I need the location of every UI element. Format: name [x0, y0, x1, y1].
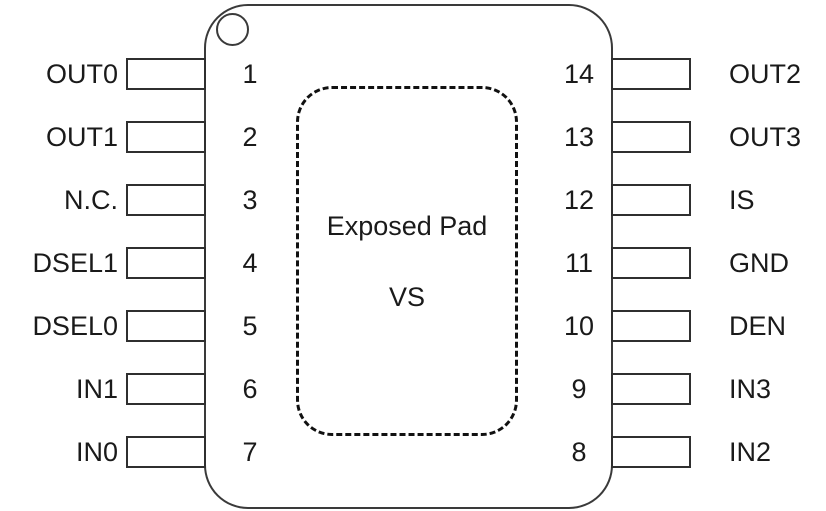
pin-lead	[611, 184, 691, 216]
pin-lead	[611, 373, 691, 405]
pin-label: IN2	[729, 437, 772, 467]
pin-number: 14	[563, 59, 595, 89]
pin-label: OUT2	[729, 59, 802, 89]
pin-label: OUT0	[45, 59, 118, 89]
pin-label: DSEL0	[32, 311, 118, 341]
pin-row-5: DSEL0 5	[0, 309, 826, 343]
pin-row-1: OUT0 1	[0, 57, 826, 91]
pin-label: IN1	[75, 374, 118, 404]
pin-label: N.C.	[64, 185, 118, 215]
pin-label: DSEL1	[32, 248, 118, 278]
pin-row-13: 13 OUT3	[0, 120, 826, 154]
exposed-pad-label: Exposed Pad	[326, 210, 488, 241]
pin-row-6: IN1 6	[0, 372, 826, 406]
exposed-pad: Exposed Pad VS	[296, 86, 518, 436]
pin-lead	[126, 247, 206, 279]
pin-label: OUT1	[45, 122, 118, 152]
pin-label: GND	[729, 248, 789, 278]
pin-label: DEN	[729, 311, 787, 341]
pin-lead	[126, 373, 206, 405]
pin-label: IS	[729, 185, 755, 215]
pin1-indicator-circle	[216, 13, 249, 46]
pin-label: OUT3	[729, 122, 802, 152]
pin-lead	[126, 121, 206, 153]
pin-lead	[126, 58, 206, 90]
pin-row-9: 9 IN3	[0, 372, 826, 406]
pin-number: 12	[563, 185, 595, 215]
pin-lead	[611, 247, 691, 279]
pin-row-7: IN0 7	[0, 435, 826, 469]
pin-number: 7	[242, 437, 258, 467]
pin-number: 3	[242, 185, 258, 215]
pin-number: 8	[571, 437, 587, 467]
pin-number: 13	[563, 122, 595, 152]
pin-row-10: 10 DEN	[0, 309, 826, 343]
pin-row-8: 8 IN2	[0, 435, 826, 469]
pin-row-11: 11 GND	[0, 246, 826, 280]
pin-number: 4	[242, 248, 258, 278]
pin-lead	[126, 310, 206, 342]
pin-number: 2	[242, 122, 258, 152]
pin-number: 5	[242, 311, 258, 341]
pin-row-2: OUT1 2	[0, 120, 826, 154]
pin-number: 6	[242, 374, 258, 404]
pin-lead	[611, 58, 691, 90]
pin-lead	[611, 121, 691, 153]
pin-row-3: N.C. 3	[0, 183, 826, 217]
pin-label: IN3	[729, 374, 772, 404]
pin-label: IN0	[75, 437, 118, 467]
pin-row-12: 12 IS	[0, 183, 826, 217]
pin-number: 1	[242, 59, 258, 89]
pin-number: 11	[564, 248, 594, 278]
pin-number: 9	[571, 374, 587, 404]
pin-lead	[611, 436, 691, 468]
pin-row-14: 14 OUT2	[0, 57, 826, 91]
pin-lead	[126, 436, 206, 468]
pin-row-4: DSEL1 4	[0, 246, 826, 280]
pin-lead	[611, 310, 691, 342]
exposed-pad-net: VS	[388, 281, 426, 312]
pin-lead	[126, 184, 206, 216]
pin-number: 10	[563, 311, 595, 341]
